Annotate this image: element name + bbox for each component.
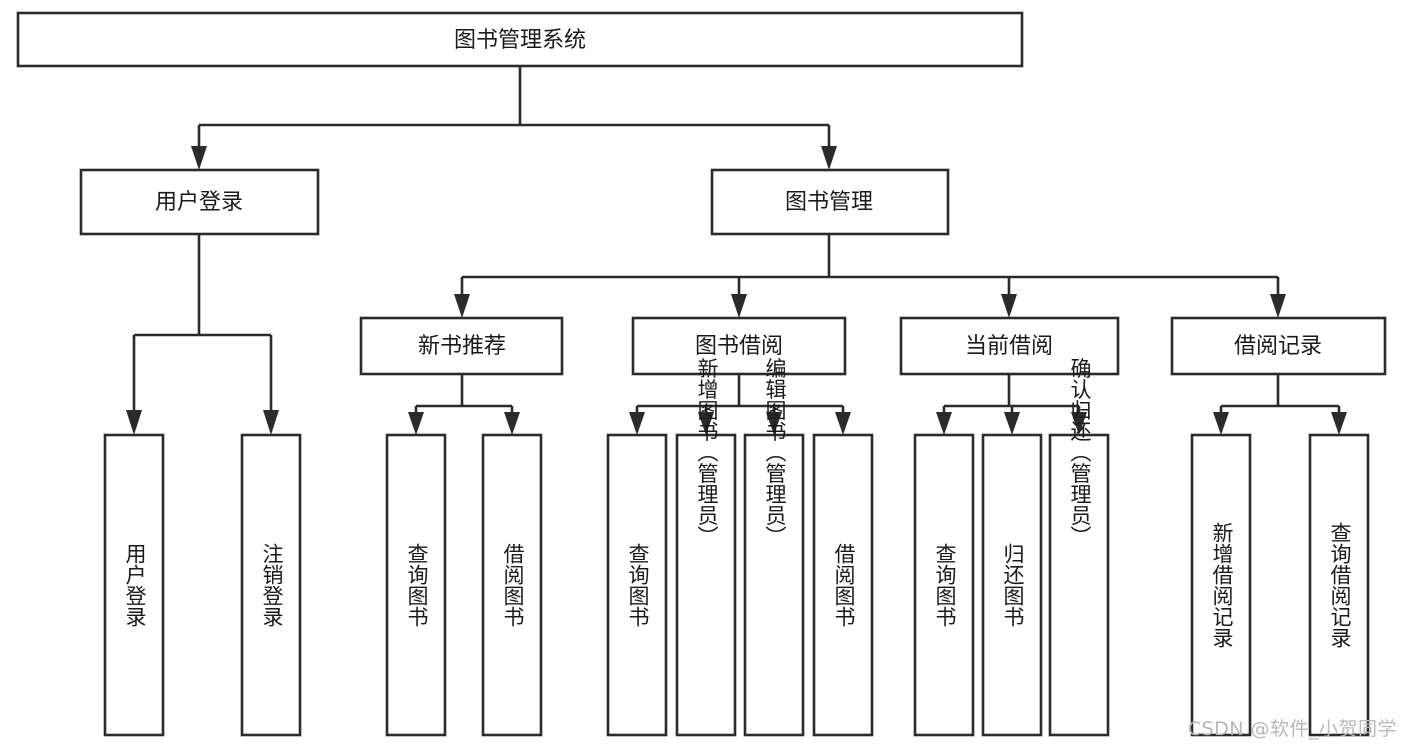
arrow-to-book-manage	[821, 146, 837, 170]
leaf-user-login-box[interactable]	[103, 433, 165, 737]
node-leaf-borrow-book-1[interactable]: 借阅图书	[481, 433, 543, 737]
node-leaf-borrow-book-2[interactable]: 借阅图书	[812, 433, 874, 737]
arrow-leaf-logout	[263, 410, 279, 435]
current-borrow-box[interactable]	[899, 316, 1120, 376]
leaf-query-record-box[interactable]	[1308, 433, 1370, 737]
arrow-leaf-add-book	[698, 412, 714, 435]
node-leaf-query-book-1[interactable]: 查询图书	[385, 433, 447, 737]
node-leaf-return-book[interactable]: 归还图书	[981, 433, 1043, 737]
node-leaf-query-book-3[interactable]: 查询图书	[913, 433, 975, 737]
book-manage-box[interactable]	[710, 168, 950, 236]
root-label: 图书管理系统	[454, 28, 586, 53]
arrow-leaf-query-book-3	[936, 412, 952, 435]
user-login-label: 用户登录	[155, 190, 243, 215]
book-manage-label: 图书管理	[785, 190, 873, 215]
node-root[interactable]: 图书管理系统	[16, 11, 1024, 68]
arrow-leaf-query-book-2	[629, 412, 645, 435]
book-borrow-box[interactable]	[631, 316, 847, 376]
node-current-borrow[interactable]: 当前借阅	[899, 316, 1120, 376]
leaf-query-record-label: 查询借阅记录	[1328, 522, 1352, 648]
node-book-manage[interactable]: 图书管理	[710, 168, 950, 236]
leaf-query-book-1-label: 查询图书	[405, 543, 429, 627]
root-box[interactable]	[16, 11, 1024, 68]
leaf-query-book-1-box[interactable]	[385, 433, 447, 737]
arrow-leaf-query-record	[1331, 412, 1347, 435]
leaf-borrow-book-1-box[interactable]	[481, 433, 543, 737]
leaf-query-book-2-box[interactable]	[606, 433, 668, 737]
arrow-leaf-add-record	[1213, 412, 1229, 435]
leaf-add-record-label: 新增借阅记录	[1210, 522, 1234, 648]
leaf-add-book-box[interactable]	[675, 433, 737, 737]
node-user-login[interactable]: 用户登录	[79, 168, 320, 236]
new-book-recommend-box[interactable]	[359, 316, 564, 376]
leaf-return-book-label: 归还图书	[1001, 543, 1025, 627]
leaf-add-record-box[interactable]	[1190, 433, 1252, 737]
node-book-borrow[interactable]: 图书借阅	[631, 316, 847, 376]
arrow-leaf-query-book-1	[408, 412, 424, 435]
borrow-record-box[interactable]	[1170, 316, 1387, 376]
leaf-return-book-box[interactable]	[981, 433, 1043, 737]
current-borrow-label: 当前借阅	[965, 334, 1053, 359]
connector-group	[126, 66, 1347, 435]
arrow-to-user-login	[191, 146, 207, 170]
leaf-user-login-label: 用户登录	[123, 543, 147, 627]
leaf-confirm-return-label: 确认归还（管理员）	[1068, 358, 1092, 547]
leaf-logout-login-label: 注销登录	[260, 543, 284, 627]
new-book-recommend-label: 新书推荐	[418, 334, 506, 359]
node-new-book-recommend[interactable]: 新书推荐	[359, 316, 564, 376]
user-login-box[interactable]	[79, 168, 320, 236]
arrow-leaf-borrow-book-1	[504, 412, 520, 435]
arrow-leaf-confirm-return	[1071, 412, 1087, 435]
node-leaf-add-book[interactable]: 新增图书（管理员）	[675, 358, 737, 737]
arrow-to-borrow-record	[1270, 294, 1286, 318]
leaf-borrow-book-2-box[interactable]	[812, 433, 874, 737]
node-leaf-query-book-2[interactable]: 查询图书	[606, 433, 668, 737]
arrow-leaf-borrow-book-2	[835, 412, 851, 435]
node-leaf-query-record[interactable]: 查询借阅记录	[1308, 433, 1370, 737]
node-borrow-record[interactable]: 借阅记录	[1170, 316, 1387, 376]
leaf-logout-login-box[interactable]	[240, 433, 302, 737]
node-leaf-user-login[interactable]: 用户登录	[103, 433, 165, 737]
node-leaf-logout-login[interactable]: 注销登录	[240, 433, 302, 737]
arrow-leaf-edit-book	[766, 412, 782, 435]
arrow-to-book-borrow	[731, 294, 747, 318]
leaf-add-book-label: 新增图书（管理员）	[695, 358, 719, 547]
node-leaf-edit-book[interactable]: 编辑图书（管理员）	[743, 358, 805, 737]
leaf-confirm-return-box[interactable]	[1048, 433, 1110, 737]
arrow-leaf-user-login	[126, 410, 142, 435]
leaf-borrow-book-1-label: 借阅图书	[501, 543, 525, 627]
node-leaf-add-record[interactable]: 新增借阅记录	[1190, 433, 1252, 737]
leaf-edit-book-box[interactable]	[743, 433, 805, 737]
leaf-query-book-2-label: 查询图书	[626, 543, 650, 627]
book-borrow-label: 图书借阅	[695, 334, 783, 359]
arrow-to-current-borrow	[1001, 294, 1017, 318]
leaf-borrow-book-2-label: 借阅图书	[832, 543, 856, 627]
arrow-to-new-book	[454, 294, 470, 318]
borrow-record-label: 借阅记录	[1234, 334, 1322, 359]
leaf-edit-book-label: 编辑图书（管理员）	[763, 358, 787, 547]
leaf-query-book-3-box[interactable]	[913, 433, 975, 737]
leaf-query-book-3-label: 查询图书	[933, 543, 957, 627]
node-leaf-confirm-return[interactable]: 确认归还（管理员）	[1048, 358, 1110, 737]
arrow-leaf-return-book	[1004, 412, 1020, 435]
